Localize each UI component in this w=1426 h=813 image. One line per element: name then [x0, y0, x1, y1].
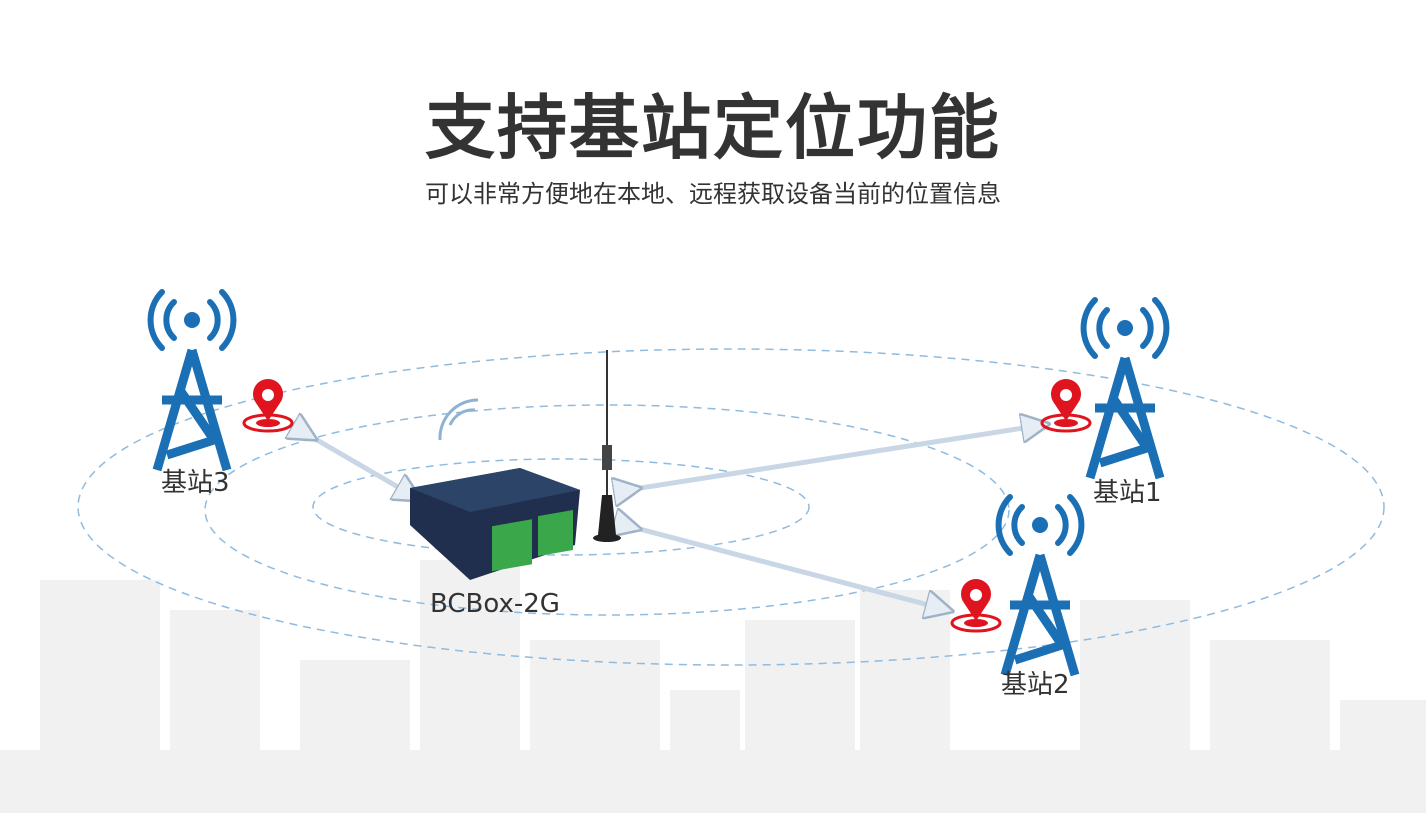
station1-label: 基站1	[1093, 478, 1162, 508]
location-pin-icon	[242, 377, 294, 433]
link-arrows	[305, 426, 1036, 608]
device-image	[410, 350, 621, 580]
tower-icon-station1	[1084, 300, 1167, 478]
device-label: BCBox-2G	[430, 589, 560, 619]
page-subtitle: 可以非常方便地在本地、远程获取设备当前的位置信息	[425, 180, 1001, 208]
location-pin-icon	[1040, 377, 1092, 433]
station3-label: 基站3	[161, 468, 230, 498]
station2-label: 基站2	[1001, 670, 1070, 700]
location-pin-icon	[950, 577, 1002, 633]
tower-icon-station3	[151, 292, 234, 470]
tower-icon-station2	[999, 497, 1082, 675]
city-skyline	[0, 560, 1426, 813]
page-title: 支持基站定位功能	[425, 87, 1001, 169]
